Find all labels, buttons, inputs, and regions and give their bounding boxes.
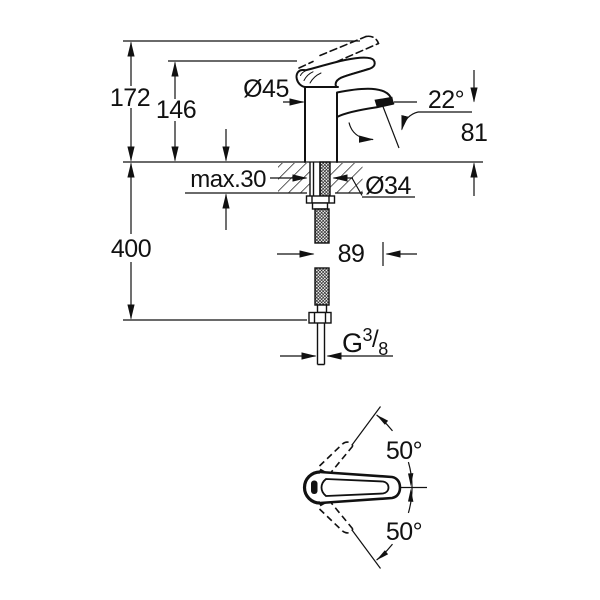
side-view: 172 146 400 Ø45 22° 81 max.30 Ø34 89 G3/… (110, 35, 488, 366)
swivel-extension-lines (351, 406, 381, 569)
faucet-top-outline (302, 468, 402, 507)
dim-base-diameter: Ø45 (243, 75, 289, 103)
flange-collar (311, 202, 329, 210)
angle-leader-arrow (401, 111, 419, 131)
dim-deck-thickness: max.30 (190, 166, 266, 193)
counter-deck (278, 163, 363, 193)
faucet-outline (295, 35, 395, 163)
dimension-lines (127, 41, 478, 360)
lever-top-outline (319, 470, 402, 505)
shank-and-hose (305, 161, 336, 366)
deck-hatch-left (278, 163, 310, 193)
connector-nut (308, 311, 332, 324)
reference-lines (123, 40, 483, 321)
lever-top-inner (320, 478, 390, 497)
top-view: 50° 50° (302, 406, 427, 569)
lever-slot (311, 480, 318, 494)
hose-lower (314, 267, 330, 306)
dim-hose-length: 400 (111, 235, 151, 263)
shank-threaded (319, 161, 331, 197)
dim-total-height: 172 (110, 84, 150, 112)
deck-hatch-right (330, 163, 363, 193)
aerator (374, 96, 394, 108)
swivel-labels: 50° 50° (386, 437, 423, 546)
handle-sketch-lines (300, 70, 322, 84)
connector-pipe (316, 323, 326, 366)
handle-raised-dashed (298, 35, 380, 69)
flow-direction-arrow (348, 122, 374, 143)
spout (336, 87, 395, 118)
handle-lever-inner-line (339, 67, 370, 79)
swivel-angle-upper: 50° (386, 437, 422, 465)
swivel-angle-lower: 50° (386, 518, 422, 546)
dimension-labels: 172 146 400 Ø45 22° 81 max.30 Ø34 89 G3/… (110, 75, 488, 359)
hose-collar (316, 304, 328, 314)
dim-body-height: 146 (156, 96, 196, 124)
mounting-flange (305, 195, 336, 204)
handle-lever (295, 56, 376, 88)
water-jet-line (381, 103, 400, 149)
dim-spout-height: 81 (461, 119, 488, 147)
dim-thread: G3/8 (342, 325, 388, 359)
junction-nubs (319, 468, 325, 507)
swivel-angle-arcs (376, 414, 414, 561)
dim-spout-angle: 22° (428, 86, 464, 114)
dim-hose-clearance: 89 (338, 240, 365, 268)
hose-upper (314, 208, 330, 244)
dim-hole-diameter: Ø34 (365, 172, 411, 200)
